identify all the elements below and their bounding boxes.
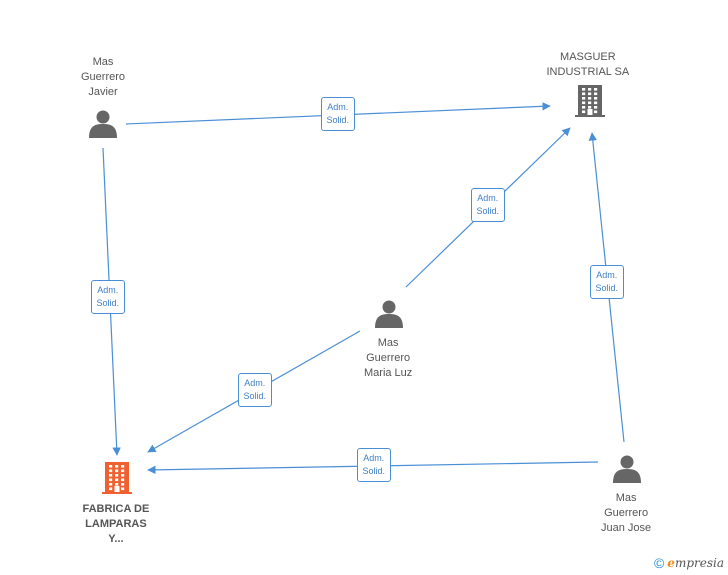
node-label-line: Mas	[92, 56, 114, 68]
node-label-line: Mas	[377, 337, 399, 349]
node-label-line: Maria Luz	[364, 367, 413, 379]
building-icon[interactable]	[575, 85, 605, 117]
node-label-line: Guerrero	[604, 507, 649, 519]
copyright-icon: ©	[653, 555, 665, 571]
node-label-line: Guerrero	[366, 352, 411, 364]
person-icon[interactable]	[613, 455, 641, 484]
edge-label-juanjose-to-masguer[interactable]: Adm. Solid.	[589, 265, 625, 299]
node-label-line: LAMPARAS	[85, 518, 147, 530]
node-label-line: Mas	[615, 492, 637, 504]
node-label-line: Javier	[88, 86, 118, 98]
edge-label-javier-to-fabrica[interactable]: Adm. Solid.	[90, 280, 126, 314]
brand-logo: empresia	[667, 556, 724, 570]
edge-label-maria-to-masguer[interactable]: Adm. Solid.	[470, 188, 506, 222]
node-label-line: INDUSTRIAL SA	[546, 66, 630, 78]
node-fabrica[interactable]: FABRICA DE LAMPARAS Y...	[83, 502, 150, 547]
building-icon[interactable]	[102, 462, 132, 494]
edge-label-javier-to-masguer[interactable]: Adm. Solid.	[320, 97, 356, 131]
node-label-line: Juan Jose	[601, 522, 652, 534]
edge-label-maria-to-fabrica[interactable]: Adm. Solid.	[237, 373, 273, 407]
node-label-line: FABRICA DE	[82, 503, 150, 515]
edge-label-juanjose-to-fabrica[interactable]: Adm. Solid.	[356, 448, 392, 482]
node-masguer[interactable]: MASGUER INDUSTRIAL SA	[547, 50, 630, 80]
node-label-line: MASGUER	[560, 51, 616, 63]
node-label-line: Y...	[108, 533, 124, 545]
footer-brand: © empresia	[654, 555, 724, 571]
person-icon[interactable]	[375, 300, 403, 329]
person-icon[interactable]	[89, 110, 117, 139]
node-label-line: Guerrero	[81, 71, 126, 83]
